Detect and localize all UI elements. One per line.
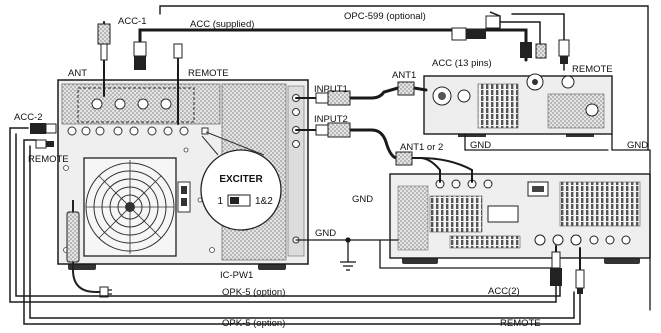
- label-acc2-paren: ACC(2): [488, 286, 520, 297]
- acc-13pin-socket: [526, 73, 544, 91]
- label-acc2: ACC-2: [14, 112, 43, 123]
- label-remote-bottom: REMOTE: [500, 318, 541, 329]
- transceiver-1: [423, 73, 613, 137]
- label-input1: INPUT1: [314, 84, 348, 95]
- label-ant1-or-2: ANT1 or 2: [400, 142, 443, 153]
- label-remote-left: REMOTE: [28, 154, 69, 165]
- power-cord: [66, 200, 112, 298]
- transceiver-2-ant-sockets: [435, 179, 493, 189]
- exciter-label: EXCITER: [219, 174, 263, 185]
- label-ant: ANT: [68, 68, 87, 79]
- label-gnd-right: GND: [627, 140, 648, 151]
- label-acc1: ACC-1: [118, 16, 147, 27]
- ground-symbol: [340, 237, 356, 271]
- label-opk5-b: OPK-5 (option): [222, 318, 285, 329]
- amp-ant-sockets: [91, 98, 172, 110]
- exciter-switch[interactable]: EXCITER 1 1&2: [200, 131, 282, 231]
- label-opk5-a: OPK-5 (option): [222, 287, 285, 298]
- label-gnd-upper: GND: [470, 140, 491, 151]
- label-gnd-mid: GND: [352, 194, 373, 205]
- plugs: [30, 11, 585, 294]
- label-model: IC-PW1: [220, 270, 253, 281]
- label-gnd-left: GND: [315, 228, 336, 239]
- remote-socket-1: [561, 75, 575, 89]
- label-remote-top: REMOTE: [188, 68, 229, 79]
- label-ant1: ANT1: [392, 70, 416, 81]
- transceiver-2: [389, 173, 651, 264]
- fan-grille: [83, 157, 177, 257]
- label-acc-supplied: ACC (supplied): [190, 19, 254, 30]
- exciter-pos-12: 1&2: [255, 196, 273, 207]
- label-opc599: OPC-599 (optional): [344, 11, 426, 22]
- labels: ACC-1 ACC (supplied) OPC-599 (optional) …: [14, 11, 648, 329]
- exciter-pos-1: 1: [217, 196, 223, 207]
- label-acc13: ACC (13 pins): [432, 58, 492, 69]
- amp-jack-row: [67, 126, 209, 136]
- label-remote-right: REMOTE: [572, 64, 613, 75]
- amplifier-ic-pw1: EXCITER 1 1&2: [57, 79, 309, 298]
- label-input2: INPUT2: [314, 114, 348, 125]
